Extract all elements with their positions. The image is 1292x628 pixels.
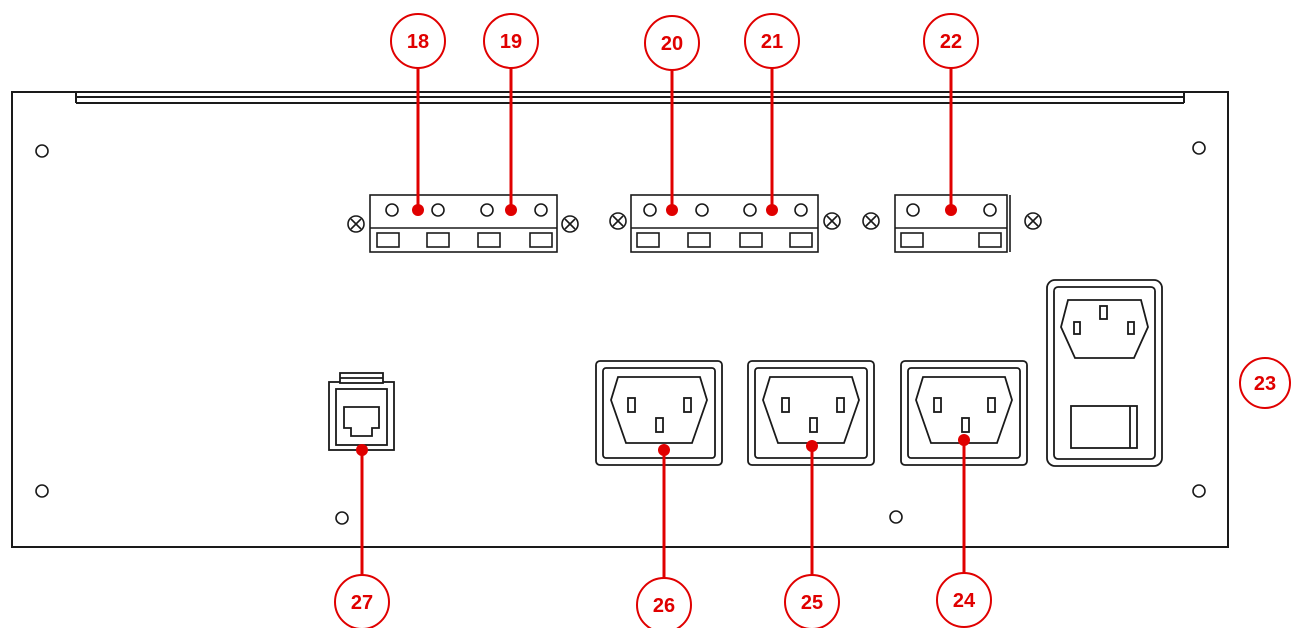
callout-22: 22 bbox=[923, 13, 979, 216]
mounting-hole bbox=[335, 511, 349, 525]
callout-circle bbox=[936, 572, 992, 628]
callout-label: 27 bbox=[351, 592, 373, 614]
rj-port bbox=[328, 372, 395, 451]
leader-dot bbox=[806, 440, 818, 452]
callout-circle bbox=[644, 15, 700, 71]
outlet-25 bbox=[747, 360, 875, 466]
callout-20: 20 bbox=[644, 15, 700, 216]
callout-circle bbox=[483, 13, 539, 69]
callout-label: 20 bbox=[661, 33, 683, 55]
callout-24: 24 bbox=[936, 434, 992, 628]
callout-circle bbox=[636, 577, 692, 628]
leader-dot bbox=[505, 204, 517, 216]
leader-dot bbox=[658, 444, 670, 456]
callout-label: 18 bbox=[407, 31, 429, 53]
callout-25: 25 bbox=[784, 440, 840, 628]
callout-label: 25 bbox=[801, 592, 823, 614]
leader-dot bbox=[945, 204, 957, 216]
callout-label: 19 bbox=[500, 31, 522, 53]
terminal-block-b bbox=[609, 194, 841, 253]
mounting-hole bbox=[1192, 484, 1206, 498]
outlet-24 bbox=[900, 360, 1028, 466]
leader-dot bbox=[766, 204, 778, 216]
callout-label: 24 bbox=[953, 590, 976, 612]
leader-dot bbox=[412, 204, 424, 216]
callout-23: 23 bbox=[1239, 357, 1291, 409]
leader-dot bbox=[958, 434, 970, 446]
leader-dot bbox=[356, 444, 368, 456]
outlet-26 bbox=[595, 360, 723, 466]
mounting-hole bbox=[1192, 141, 1206, 155]
callout-label: 21 bbox=[761, 31, 783, 53]
leader-dot bbox=[666, 204, 678, 216]
callout-circle bbox=[784, 574, 840, 628]
callout-circle bbox=[334, 574, 390, 628]
callout-label: 23 bbox=[1254, 373, 1276, 395]
callout-label: 26 bbox=[653, 595, 675, 617]
mounting-hole bbox=[35, 144, 49, 158]
mounting-hole bbox=[889, 510, 903, 524]
terminal-block-a bbox=[347, 194, 579, 253]
rocker-switch bbox=[1070, 405, 1138, 449]
callout-27: 27 bbox=[334, 444, 390, 628]
callout-18: 18 bbox=[390, 13, 446, 216]
mounting-holes bbox=[35, 141, 1206, 525]
callout-circle bbox=[390, 13, 446, 69]
callout-circle bbox=[744, 13, 800, 69]
power-inlet-with-switch bbox=[1046, 279, 1163, 467]
back-panel bbox=[11, 91, 1229, 548]
callout-21: 21 bbox=[744, 13, 800, 216]
callout-19: 19 bbox=[483, 13, 539, 216]
callout-26: 26 bbox=[636, 444, 692, 628]
callout-label: 22 bbox=[940, 31, 962, 53]
mounting-hole bbox=[35, 484, 49, 498]
callout-circle bbox=[1239, 357, 1291, 409]
callout-circle bbox=[923, 13, 979, 69]
